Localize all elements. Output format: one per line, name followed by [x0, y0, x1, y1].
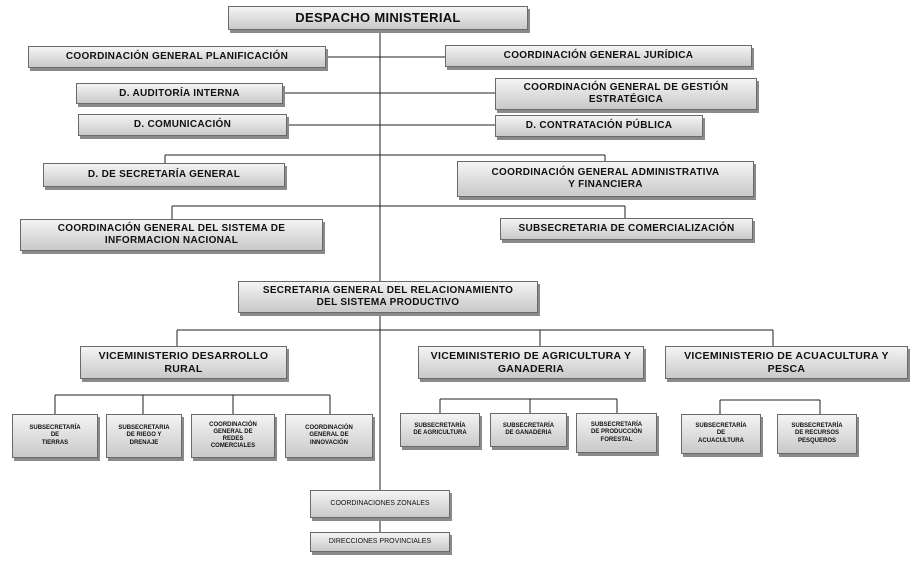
- viceministerio-desarrollo-rural-box: VICEMINISTERIO DESARROLLO RURAL: [80, 346, 287, 379]
- coord-gestion-estrategica-box: COORDINACIÓN GENERAL DE GESTIÓN ESTRATÉG…: [495, 78, 757, 110]
- viceministerio-agricultura-ganaderia-box: VICEMINISTERIO DE AGRICULTURA Y GANADERI…: [418, 346, 644, 379]
- coord-sistema-informacion-box: COORDINACIÓN GENERAL DEL SISTEMA DE INFO…: [20, 219, 323, 251]
- coord-redes-comerciales-box: COORDINACIÓN GENERAL DE REDES COMERCIALE…: [191, 414, 275, 458]
- contratacion-publica-box: D. CONTRATACIÓN PÚBLICA: [495, 115, 703, 137]
- secretaria-relacionamiento-box: SECRETARIA GENERAL DEL RELACIONAMIENTO D…: [238, 281, 538, 313]
- comunicacion-box: D. COMUNICACIÓN: [78, 114, 287, 136]
- secretaria-general-box: D. DE SECRETARÍA GENERAL: [43, 163, 285, 187]
- subsecretaria-tierras-box: SUBSECRETARÍA DE TIERRAS: [12, 414, 98, 458]
- subsecretaria-agricultura-box: SUBSECRETARÍA DE AGRICULTURA: [400, 413, 480, 447]
- subsecretaria-acuacultura-box: SUBSECRETARÍA DE ACUACULTURA: [681, 414, 761, 454]
- coord-innovacion-box: COORDINACIÓN GENERAL DE INNOVACIÓN: [285, 414, 373, 458]
- viceministerio-acuacultura-pesca-box: VICEMINISTERIO DE ACUACULTURA Y PESCA: [665, 346, 908, 379]
- coord-juridica-box: COORDINACIÓN GENERAL JURÍDICA: [445, 45, 752, 67]
- auditoria-interna-box: D. AUDITORÍA INTERNA: [76, 83, 283, 104]
- subsecretaria-riego-drenaje-box: SUBSECRETARIA DE RIEGO Y DRENAJE: [106, 414, 182, 458]
- subsecretaria-recursos-pesqueros-box: SUBSECRETARÍA DE RECURSOS PESQUEROS: [777, 414, 857, 454]
- direcciones-provinciales-box: DIRECCIONES PROVINCIALES: [310, 532, 450, 552]
- subsecretaria-ganaderia-box: SUBSECRETARÍA DE GANADERIA: [490, 413, 567, 447]
- subsecretaria-produccion-forestal-box: SUBSECRETARÍA DE PRODUCCIÓN FORESTAL: [576, 413, 657, 453]
- coord-planificacion-box: COORDINACIÓN GENERAL PLANIFICACIÓN: [28, 46, 326, 68]
- subsecretaria-comercializacion-box: SUBSECRETARIA DE COMERCIALIZACIÓN: [500, 218, 753, 240]
- despacho-ministerial-box: DESPACHO MINISTERIAL: [228, 6, 528, 30]
- coord-administrativa-financiera-box: COORDINACIÓN GENERAL ADMINISTRATIVA Y FI…: [457, 161, 754, 197]
- coordinaciones-zonales-box: COORDINACIONES ZONALES: [310, 490, 450, 518]
